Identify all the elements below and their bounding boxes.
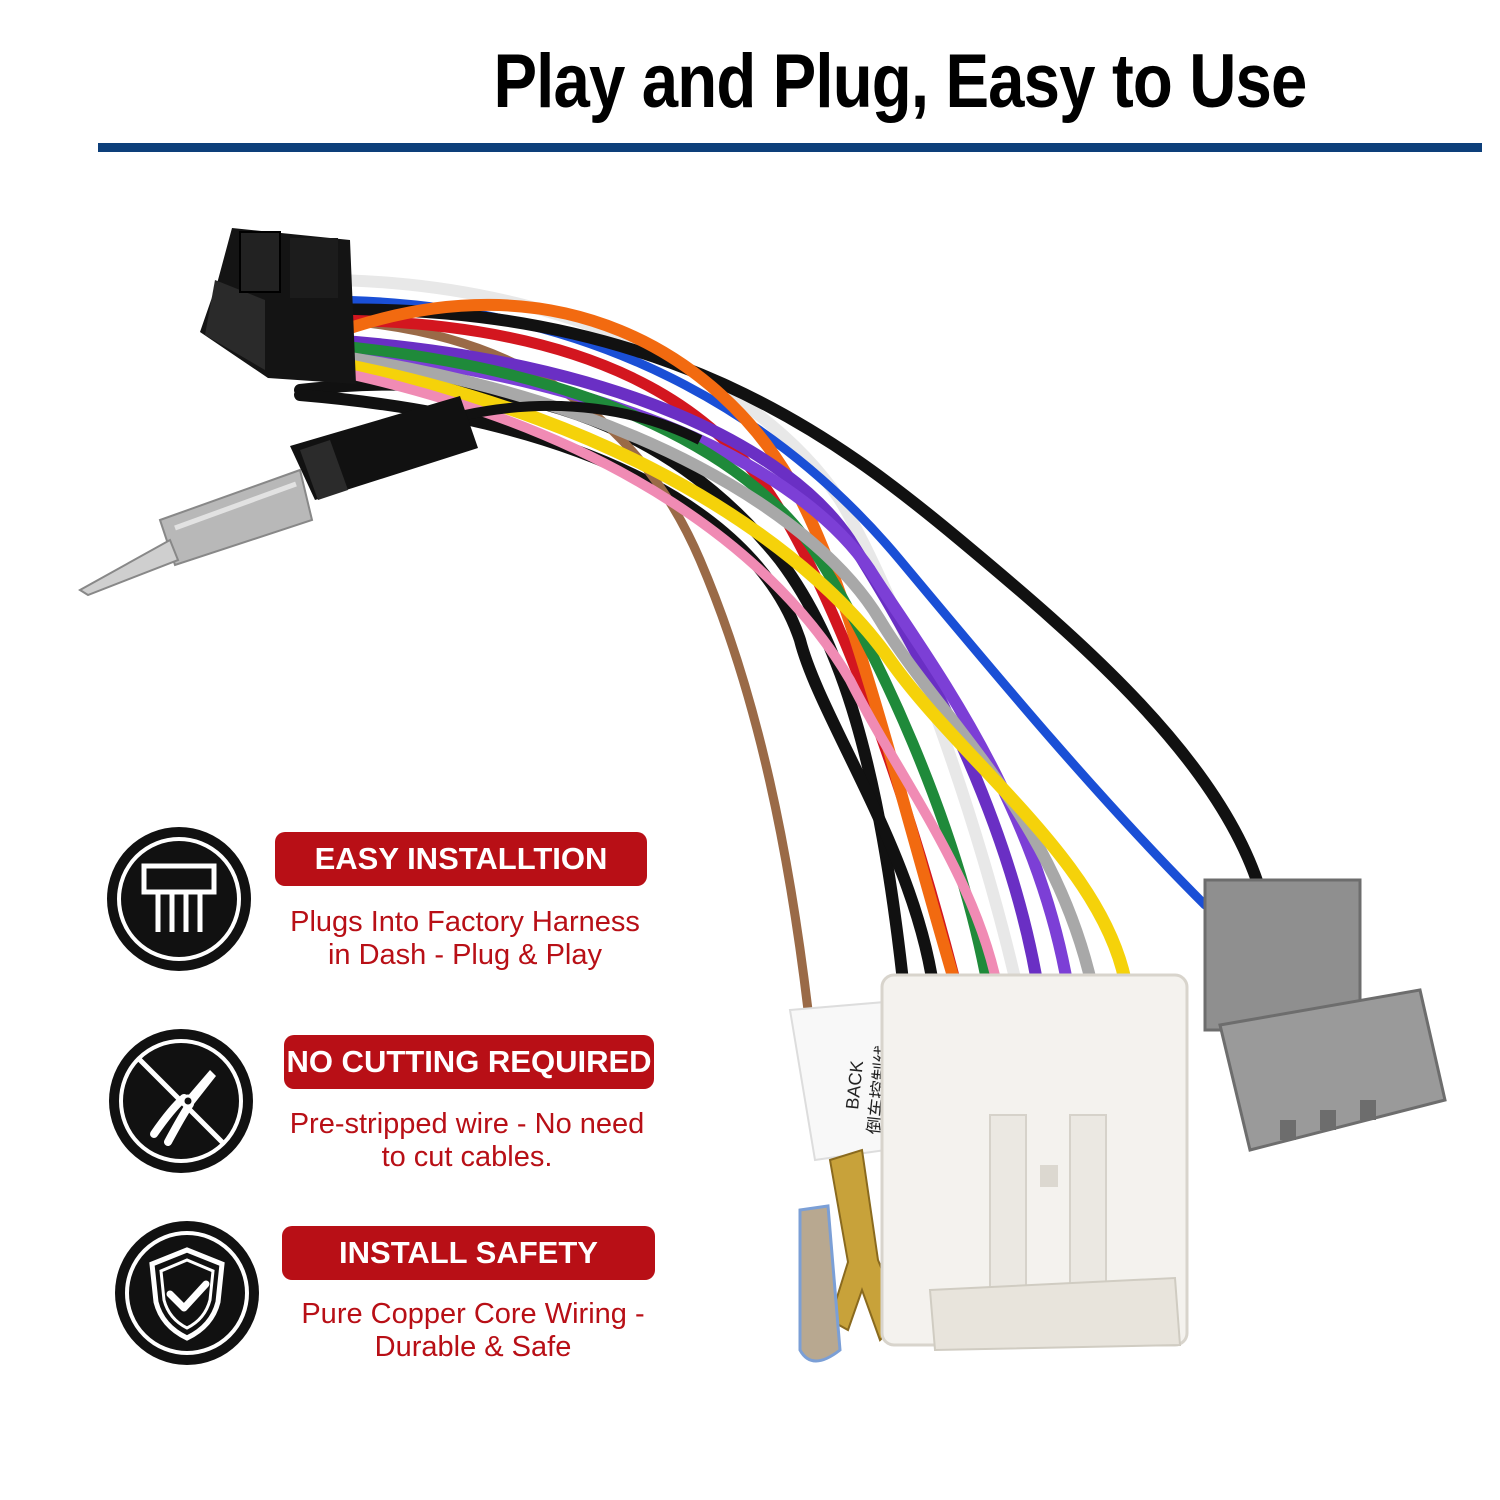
wire-black-3	[314, 303, 1266, 896]
wire-grey	[324, 349, 1101, 1006]
wire-black-2	[294, 389, 941, 1006]
wire-green	[324, 339, 996, 1006]
iso-connector	[200, 228, 356, 384]
feature-desc-line: Durable & Safe	[374, 1331, 572, 1363]
title-divider	[98, 143, 1482, 152]
grey-harness-connector	[1203, 878, 1447, 1152]
feature-badge-no-cutting: NO CUTTING REQUIRED	[284, 1035, 654, 1089]
wire-bundle	[294, 274, 1266, 1015]
feature-desc-no-cutting: Pre-stripped wire - No need to cut cable…	[262, 1108, 672, 1174]
antenna-cable	[463, 400, 703, 445]
wire-pink	[325, 365, 1005, 1005]
feature-badge-install-safety: INSTALL SAFETY	[282, 1226, 655, 1280]
feature-desc-line: Pure Copper Core Wiring -	[301, 1298, 645, 1330]
feature-desc-install-safety: Pure Copper Core Wiring - Durable & Safe	[268, 1298, 678, 1364]
feature-desc-line: Pre-stripped wire - No need	[289, 1108, 645, 1140]
page-title: Play and Plug, Easy to Use	[493, 39, 1307, 124]
antenna-plug	[78, 396, 478, 597]
wire-yellow	[323, 355, 1132, 987]
feature-badge-easy-installation: EASY INSTALLTION	[275, 832, 647, 886]
white-harness-connector	[880, 973, 1189, 1352]
wire-brown	[325, 315, 813, 1015]
feature-desc-easy-installation: Plugs Into Factory Harness in Dash - Plu…	[260, 906, 670, 972]
feature-desc-line: Plugs Into Factory Harness	[290, 906, 640, 938]
shield-check-icon	[115, 1221, 259, 1365]
feature-desc-line: in Dash - Plug & Play	[327, 939, 602, 971]
feature-desc-line: to cut cables.	[381, 1141, 553, 1173]
connector-pins-icon	[107, 827, 251, 971]
no-cutting-pliers-icon	[109, 1029, 253, 1173]
